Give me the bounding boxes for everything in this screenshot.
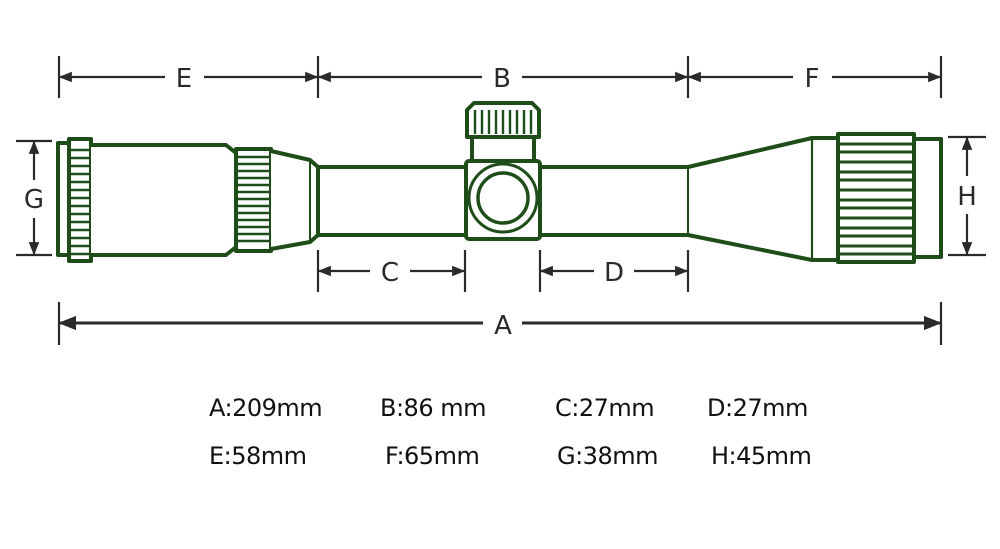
label-b: B [493,64,511,94]
main-tube [318,165,689,237]
turret [464,101,542,241]
dimension-c [316,250,467,292]
objective-ring [836,132,943,264]
scope-outline [56,101,943,264]
label-e: E [176,64,192,94]
label-f: F [805,64,820,94]
eyepiece [56,137,238,263]
dimension-lines [16,56,986,345]
dimension-g [16,139,52,257]
label-d: D [604,258,624,288]
dimension-h [948,135,986,257]
power-ring [234,147,320,253]
label-g: G [24,185,44,215]
dimension-a [57,302,943,345]
dimension-d [538,250,690,292]
label-a: A [494,311,512,341]
dimension-letters: E B F G H C D A [24,64,977,341]
objective-bell [687,136,838,262]
label-h: H [957,182,977,212]
label-c: C [381,258,399,288]
